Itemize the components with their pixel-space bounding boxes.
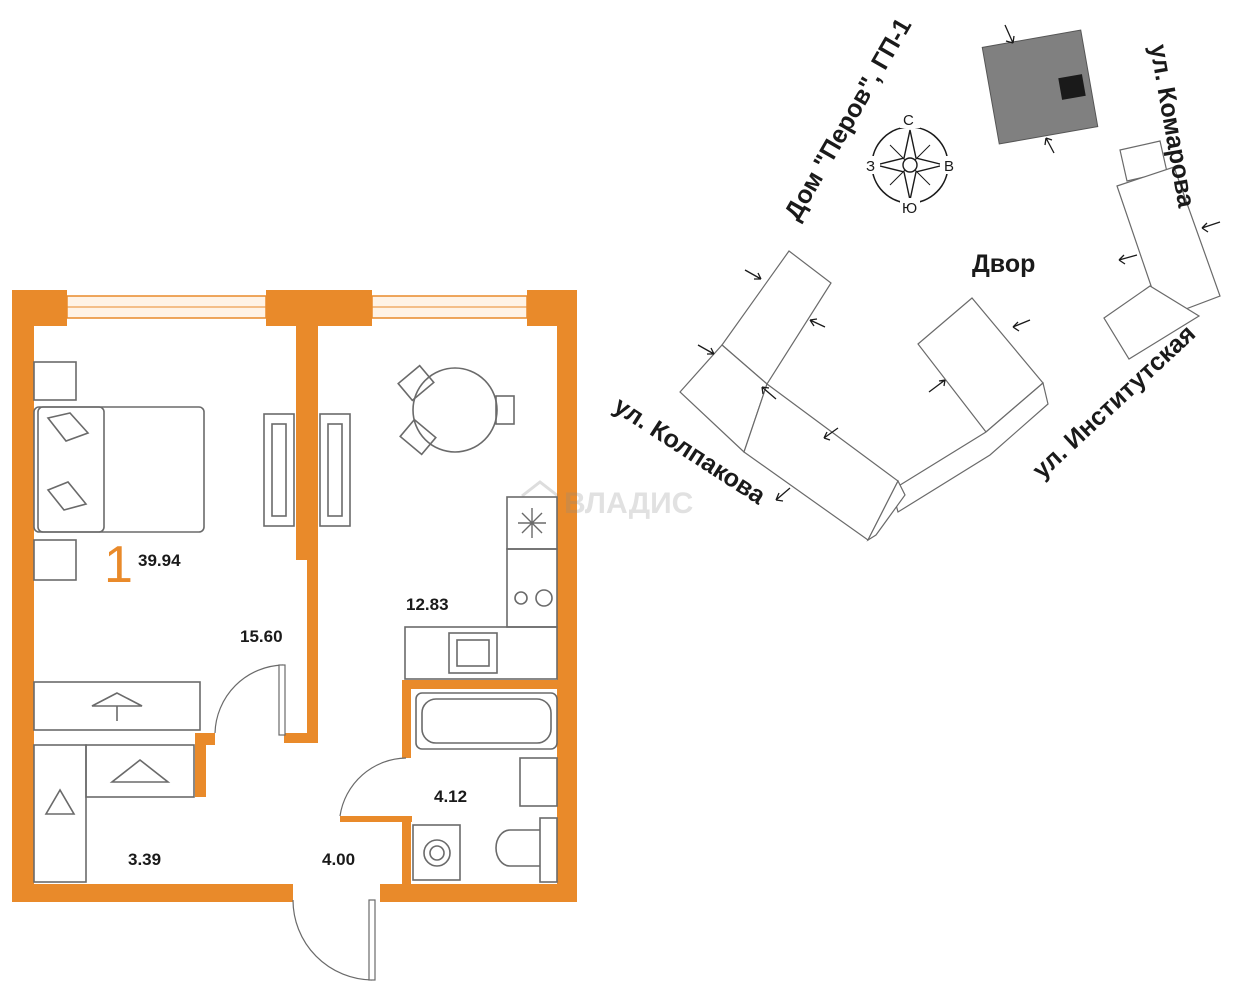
yard-label: Двор [972,250,1035,278]
partition-door-stub [284,733,318,743]
hall-area: 4.00 [322,850,355,869]
wardrobe-closet [33,744,195,883]
compass-icon: С Ю З В [864,110,956,217]
bathroom-wall-left-lower [402,822,411,892]
hanger-rail [33,681,201,731]
compass-north: С [903,112,914,129]
kitchen-set [404,496,558,680]
bathtub [415,692,558,750]
partition-room-kitchen-lower [307,560,318,743]
dining-table [397,364,515,456]
building-kolpakova-tail [866,479,906,542]
site-plan: С Ю З В Дом "Перов", ГП-1 Двор ул. Колпа… [609,13,1221,542]
door-room [214,664,284,734]
windows [66,295,528,319]
total-area: 39.94 [138,551,181,570]
outer-wall-bottom-left [12,884,293,902]
wardrobe-wall [195,745,206,797]
toilet [495,817,558,883]
bathroom-area: 4.12 [434,787,467,806]
building-yard-wing [891,381,1049,513]
living-room-area: 15.60 [240,627,283,646]
rooms-count: 1 [104,536,133,594]
washing-machine [412,824,461,881]
watermark: ВЛАДИС [521,480,693,520]
outer-wall-top-mid [266,290,372,326]
highlighted-building [981,29,1099,145]
outer-wall-bottom-right [380,884,577,902]
wardrobe-area: 3.39 [128,850,161,869]
door-entrance [292,899,373,981]
building-komarova-long [1116,166,1221,319]
street-institutskaya-label: ул. Институтская [1027,319,1201,484]
nightstand-top [33,361,77,401]
building-kolpakova-lower [743,383,899,541]
tv-stand-room [263,413,295,527]
entrance-arrows [697,24,1221,502]
compass-east: В [944,158,954,175]
door-bathroom [339,757,407,817]
outer-wall-right [557,290,577,902]
compass-south: Ю [902,200,917,217]
bed [33,406,205,533]
kitchen-area: 12.83 [406,595,449,614]
tv-stand-kitchen [319,413,351,527]
wardrobe-wall-cap [195,733,215,745]
outer-wall-top-left [12,290,67,326]
floor-plan-walls [12,290,577,902]
bathroom-wall-top [402,680,577,689]
bathroom-sink [519,757,558,807]
compass-west: З [866,158,875,175]
building-komarova-corner [1103,285,1201,360]
bathroom-wall-left-upper [402,680,411,758]
fridge-icon [518,508,546,538]
watermark-text: ВЛАДИС [564,487,693,520]
outer-wall-left [12,290,34,902]
nightstand-bottom [33,539,77,581]
building-name-label: Дом "Перов", ГП-1 [779,13,917,225]
partition-room-kitchen-upper [296,290,318,560]
bathroom-wall-stub [340,816,412,822]
doors [214,664,407,981]
